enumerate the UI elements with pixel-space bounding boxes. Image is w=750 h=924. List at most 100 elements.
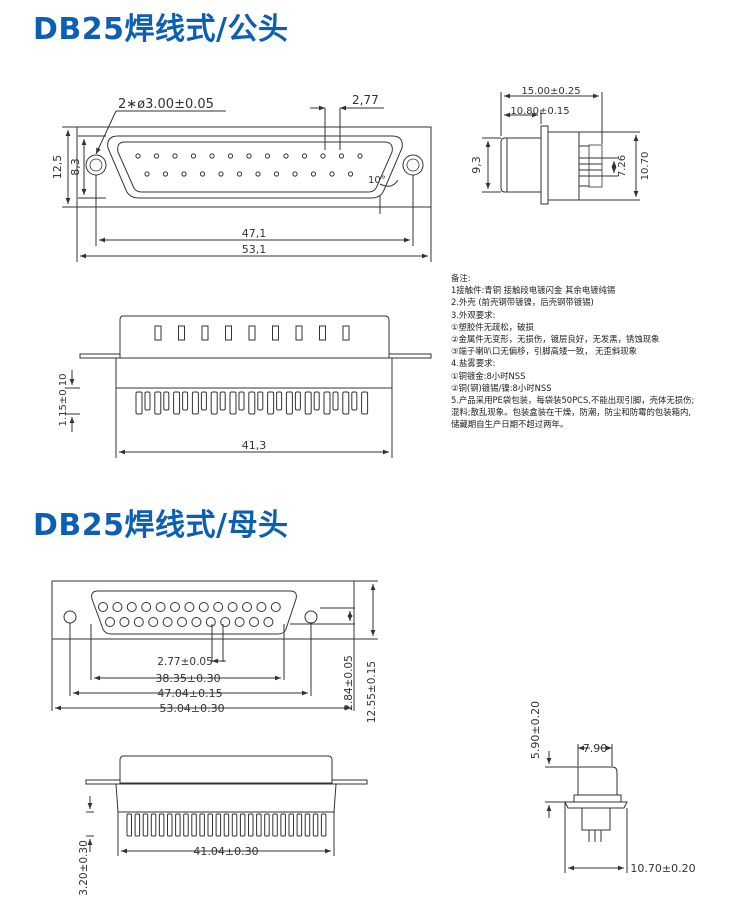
note-line: ②金属件无变形，无损伤，镀层良好，无发黑，锈蚀现象 [451, 334, 660, 345]
female-socket [256, 602, 267, 612]
male-height-total-label: 12,5 [51, 155, 64, 180]
male-mount-hole-right [402, 154, 424, 176]
male-side-height-label: 9,3 [470, 156, 483, 174]
male-solder-cups [135, 391, 369, 415]
solder-cup [264, 813, 270, 837]
female-socket [155, 602, 166, 612]
female-mount-hole-left [63, 610, 77, 624]
solder-cup [182, 391, 189, 411]
shell-slot [225, 325, 232, 341]
female-flange-width-label: 53.04±0.30 [159, 702, 224, 715]
male-pin [190, 153, 197, 159]
male-pin [181, 171, 187, 177]
solder-cup [288, 813, 294, 837]
male-pin [162, 171, 169, 177]
female-flange-height-label: 12.55±0.15 [366, 661, 378, 723]
male-pin [172, 153, 178, 159]
female-socket [105, 617, 115, 627]
solder-cup [313, 391, 320, 411]
female-socket [191, 617, 202, 627]
solder-cup [320, 813, 327, 837]
solder-cup [285, 391, 293, 415]
solder-cup [296, 813, 303, 837]
solder-cup [183, 813, 189, 837]
female-socket [177, 617, 187, 627]
solder-cup [332, 391, 339, 411]
female-shell-width-label: 41.04±0.30 [193, 845, 258, 858]
female-socket [141, 602, 152, 612]
note-line: ③端子喇叭口无偏移，引脚高矮一致， 无歪斜现象 [451, 346, 638, 357]
male-pin [347, 171, 354, 177]
solder-cup [191, 813, 197, 837]
solder-cup [323, 391, 331, 415]
note-line: 混料;散乱现象。包装盒装在干燥，防潮，防尘和防霉的包装箱内, [451, 407, 691, 418]
solder-cup [229, 391, 237, 415]
male-front-shell [107, 135, 403, 199]
female-socket [242, 602, 252, 612]
female-pin-length-label: 3.20±0.30 [78, 840, 90, 896]
solder-cup [342, 391, 350, 415]
note-line: 4.盐雾要求: [451, 358, 496, 369]
male-side-front-depth-label: 10.80±0.15 [510, 106, 569, 117]
male-pin [199, 171, 206, 177]
female-socket [270, 602, 281, 612]
male-shell-slots [154, 325, 350, 341]
female-mount-hole-right [304, 610, 318, 624]
male-height-shell-label: 8,3 [69, 158, 82, 176]
solder-cup [215, 813, 222, 837]
note-line: ②铜(钢)镀锡/镍:8小时NSS [451, 382, 552, 393]
solder-cup [142, 813, 149, 837]
female-row-span-label: 38.35±0.30 [155, 672, 220, 685]
solder-cup [191, 391, 199, 415]
female-hole-spacing-label: 47.04±0.15 [157, 687, 222, 700]
female-socket [263, 617, 274, 627]
note-line: 5.产品采用PE袋包装，每袋装50PCS,不能出现引脚，壳体无损伤; [451, 395, 695, 406]
female-bottom-view [85, 755, 368, 856]
male-pin [292, 171, 298, 177]
female-socket [119, 617, 130, 627]
male-side-total-depth-label: 15.00±0.25 [521, 86, 580, 97]
male-pin [236, 171, 243, 177]
note-line: 备注: [451, 273, 471, 283]
female-socket-grid [98, 602, 281, 627]
shell-slot [248, 325, 256, 341]
male-pin [338, 153, 345, 159]
male-pin [310, 171, 317, 177]
male-section-title: DB25焊线式/公头 [33, 12, 289, 47]
female-socket [162, 617, 173, 627]
note-line: 2.外壳 (前壳钢带镀镍，后壳钢带镀锡) [451, 297, 594, 308]
male-pin [320, 153, 326, 159]
solder-cup [351, 391, 358, 411]
solder-cup [267, 391, 275, 415]
note-line: 储藏期自生产日期不超过两年。 [451, 419, 569, 430]
male-pin [264, 153, 271, 159]
solder-cup [231, 813, 238, 837]
male-pin [246, 153, 252, 159]
shell-slot [201, 325, 209, 341]
solder-cup [304, 391, 312, 415]
note-line: 3.外观要求: [451, 309, 496, 320]
shell-slot [272, 325, 279, 341]
solder-cup [173, 391, 181, 415]
male-front-flange [76, 126, 432, 208]
shell-slot [154, 325, 162, 341]
female-side-width-label: 7.90 [583, 742, 608, 755]
solder-cup [223, 813, 230, 837]
female-row-spacing-label: 2.84±0.05 [343, 655, 355, 711]
male-side-inner-height-label: 7.26 [617, 155, 628, 177]
female-socket [184, 602, 195, 612]
female-socket [112, 602, 123, 612]
male-flange-width-label: 53,1 [242, 243, 267, 256]
male-pin [135, 153, 141, 159]
male-shell-width-label: 41,3 [242, 439, 267, 452]
female-solder-cups [126, 813, 327, 837]
shell-slot [319, 325, 326, 341]
solder-cup [239, 813, 246, 837]
solder-cup [257, 391, 264, 411]
shell-slot [342, 325, 350, 341]
female-socket [220, 617, 231, 627]
solder-cup [126, 813, 132, 837]
solder-cup [294, 391, 301, 411]
female-socket [148, 617, 159, 627]
solder-cup [210, 391, 218, 415]
